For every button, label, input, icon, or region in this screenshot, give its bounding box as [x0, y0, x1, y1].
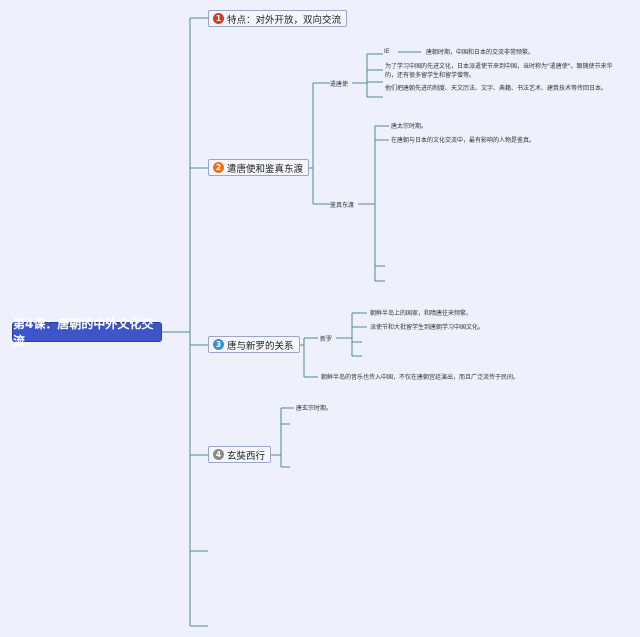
note-xinluo-music: 朝鲜半岛的音乐也传入中国，不仅在唐朝宫廷演出，而且广泛流传于民间。 — [321, 374, 520, 381]
note-bring-back: 他们把唐朝先进的制度、天文历法、文字、典籍、书法艺术、建筑技术等传回日本。 — [385, 85, 608, 92]
note-xinluo-country: 朝鲜半岛上的国家，和隋唐往来频繁。 — [370, 310, 473, 317]
topic-label: 唐与新罗的关系 — [227, 340, 294, 352]
note-jianzhen-time: 唐太宗时期。 — [391, 123, 428, 130]
root-title: 第4课：唐朝的中外文化交流 — [13, 317, 154, 348]
badge-number-2: 2 — [213, 162, 224, 173]
topic-envoys-jianzhen[interactable]: 2 遣唐使和鉴真东渡 — [208, 159, 310, 176]
note-xuanzang-time: 唐玄宗时期。 — [296, 405, 333, 412]
subtopic-jianzhen[interactable]: 鉴真东渡 — [330, 202, 355, 209]
topic-label: 特点：对外开放，双向交流 — [227, 14, 342, 26]
topic-label: 遣唐使和鉴真东渡 — [227, 163, 304, 175]
note-jianzhen-influence: 在唐朝与日本的文化交流中，最有影响的人物是鉴真。 — [391, 137, 536, 144]
note-period: 唐朝时期，中国和日本的交流非常频繁。 — [426, 49, 535, 56]
subtopic-xinluo[interactable]: 新罗 — [320, 336, 333, 343]
note-learning: 为了学习中国的先进文化，日本派遣使节来到中国，当时称为"遣唐使"。跟随使节来华的… — [385, 63, 613, 79]
root-topic[interactable]: 第4课：唐朝的中外文化交流 — [12, 317, 162, 348]
note-xinluo-envoys: 派使节和大批留学生到唐朝学习中国文化。 — [370, 324, 485, 331]
topic-features[interactable]: 1 特点：对外开放，双向交流 — [208, 10, 348, 27]
badge-number-4: 4 — [213, 449, 224, 460]
badge-number-3: 3 — [213, 339, 224, 350]
subtopic-qiantangshi[interactable]: 遣唐使 — [330, 81, 349, 88]
topic-label: 玄奘西行 — [227, 450, 266, 462]
period-label: IE — [384, 48, 390, 55]
topic-xuanzang[interactable]: 4 玄奘西行 — [208, 446, 272, 463]
topic-tang-silla[interactable]: 3 唐与新罗的关系 — [208, 336, 300, 353]
badge-number-1: 1 — [213, 13, 224, 24]
